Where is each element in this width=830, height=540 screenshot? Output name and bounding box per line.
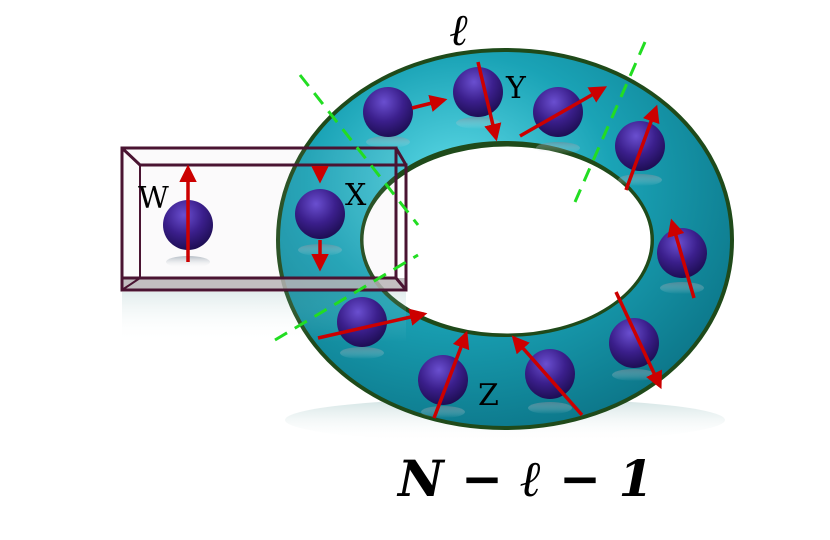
spin-9	[337, 297, 387, 347]
label-z: Z	[478, 378, 499, 413]
label-y: Y	[505, 71, 527, 106]
spin-arrows	[179, 61, 696, 419]
spin-7	[525, 349, 575, 399]
arrow-7	[511, 335, 584, 417]
label-bottom-formula: N − ℓ − 1	[396, 449, 653, 508]
spin-1	[363, 87, 413, 137]
cut-line-lower-left	[274, 253, 419, 342]
arrow-z	[432, 330, 470, 419]
spin-x	[295, 189, 345, 239]
arrow-y	[476, 61, 502, 142]
arrow-9	[317, 308, 428, 340]
spin-4	[615, 121, 665, 171]
spin-z	[418, 355, 468, 405]
arrow-4	[624, 104, 660, 191]
label-w: W	[138, 181, 169, 216]
cut-line-upper-right	[573, 41, 647, 203]
cut-line-upper-left	[298, 74, 420, 226]
spin-3	[533, 87, 583, 137]
cut-lines	[274, 41, 647, 342]
spin-y	[453, 67, 503, 117]
arrow-6	[614, 291, 662, 390]
label-x: X	[345, 178, 367, 213]
arrow-3	[519, 86, 608, 138]
label-ell: ℓ	[450, 5, 469, 56]
arrow-1	[411, 94, 448, 112]
spin-6	[609, 318, 659, 368]
arrow-5	[667, 218, 696, 299]
